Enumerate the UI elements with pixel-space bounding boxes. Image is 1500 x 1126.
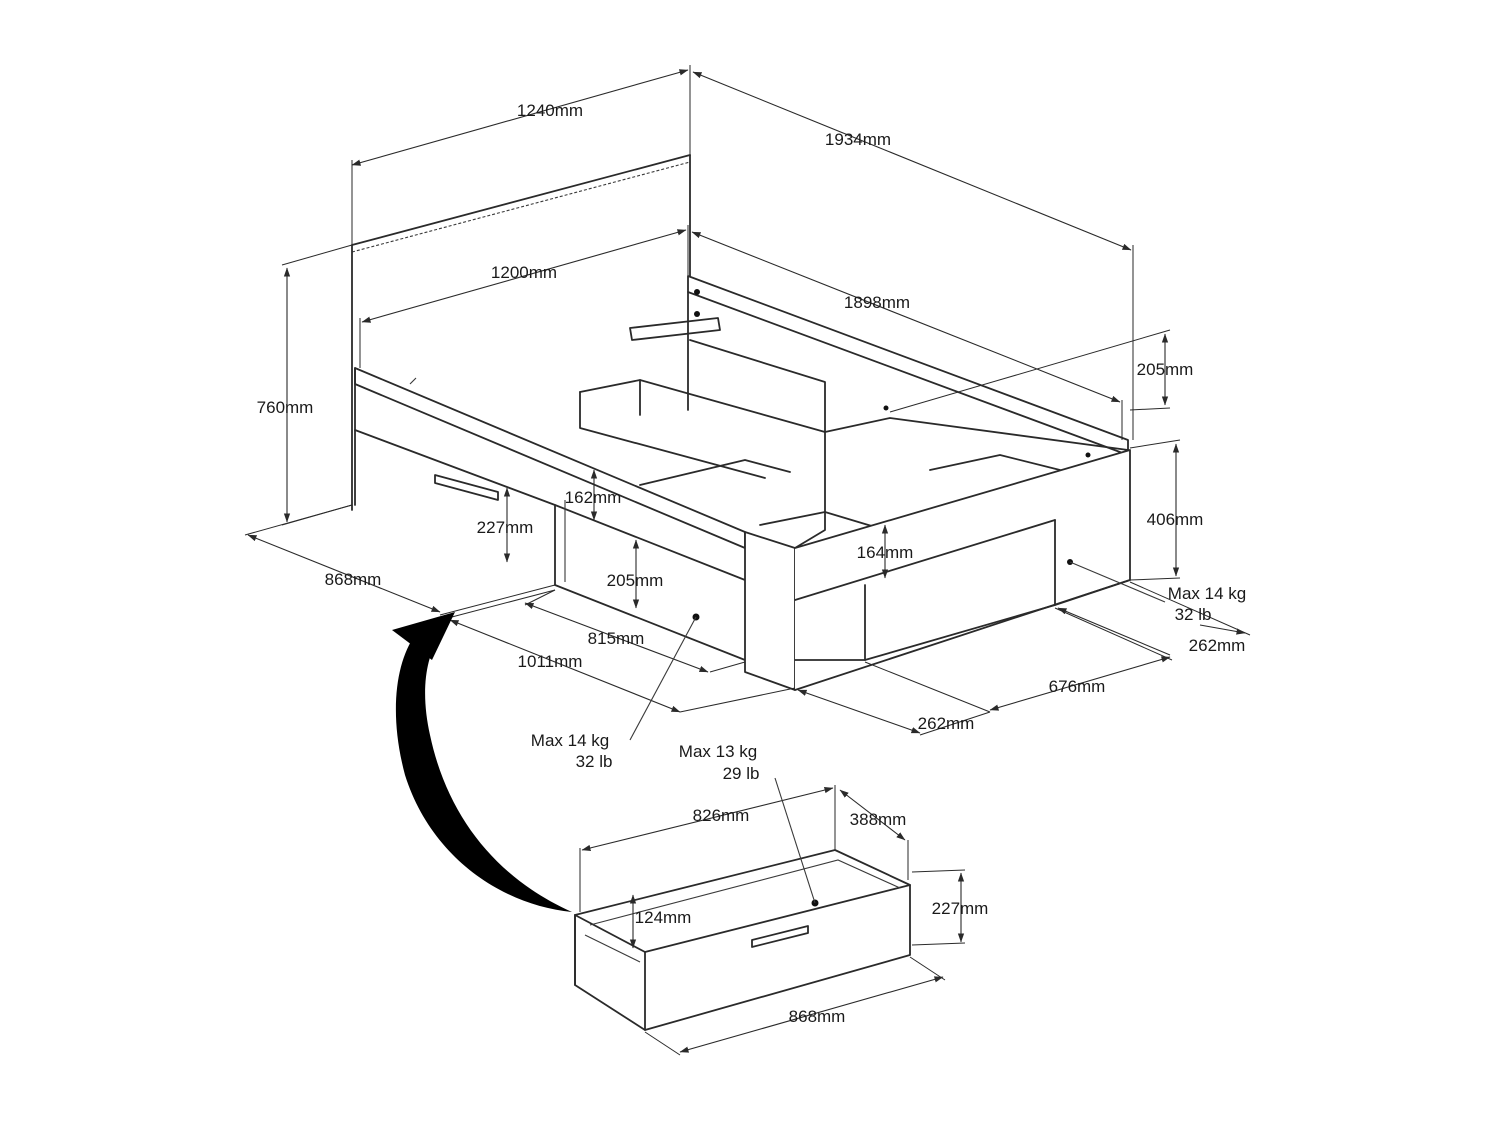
drawer-front-top	[574, 884, 911, 953]
right-panel-bottom	[794, 579, 1131, 661]
dim-overall-width	[351, 69, 689, 166]
label-front-opening-width: 815mm	[588, 629, 645, 648]
label-drawer-depth: 388mm	[850, 810, 907, 829]
screw-hole	[694, 311, 700, 317]
inner-back-box	[689, 339, 826, 433]
dim-drawer-inner-length	[581, 786, 834, 852]
dim-side-opening-width	[989, 656, 1171, 711]
shelf-floor	[759, 511, 886, 531]
leader-side-load	[1069, 561, 1166, 603]
label-overall-width: 1240mm	[517, 101, 583, 120]
label-drawer-load-kg: Max 13 kg	[679, 742, 757, 761]
curved-arrow-icon	[395, 620, 572, 912]
inner-box-front	[579, 391, 766, 479]
label-front-section-width: 1011mm	[518, 652, 583, 671]
label-front-load-lb: 32 lb	[576, 752, 613, 771]
back-shelf-top	[824, 417, 1129, 451]
right-side-panel	[794, 449, 1131, 691]
inner-box-top	[579, 379, 826, 433]
dim-drawer-length	[679, 976, 944, 1053]
back-shelf-divider	[929, 454, 1061, 471]
label-drawer-inner-height: 124mm	[635, 908, 692, 927]
label-side-shelf-width-2: 262mm	[1189, 636, 1246, 655]
label-drawer-load-lb: 29 lb	[723, 764, 760, 783]
label-headboard-above: 205mm	[1137, 360, 1194, 379]
labels: 1240mm 1934mm 760mm 1200mm 1898mm 205mm …	[257, 101, 1247, 1026]
open-bay-top	[554, 504, 746, 581]
metal-bracket	[629, 317, 721, 341]
label-side-shelf-width: 262mm	[918, 714, 975, 733]
drawer-handle	[434, 474, 499, 501]
dim-mattress-length	[691, 231, 1121, 403]
label-side-load-lb: 32 lb	[1175, 605, 1212, 624]
label-mattress-length: 1898mm	[844, 293, 910, 312]
label-drawer-inner-length: 826mm	[693, 806, 750, 825]
label-mattress-width: 1200mm	[491, 263, 557, 282]
dim-mattress-width	[361, 229, 687, 323]
bed-dimensions	[244, 65, 1251, 741]
dim-front-depth	[247, 534, 441, 613]
top-pin	[883, 405, 889, 411]
drawer-dimensions	[579, 777, 966, 1056]
dim-side-shelf-width	[797, 689, 921, 734]
label-front-opening-height: 205mm	[607, 571, 664, 590]
label-front-load-kg: Max 14 kg	[531, 731, 609, 750]
drawer-handle-icon	[751, 925, 809, 948]
leader-front-load	[629, 616, 697, 741]
inner-cross-rail	[639, 459, 791, 486]
label-side-opening-width: 676mm	[1049, 677, 1106, 696]
drawer-inner-side	[584, 934, 641, 963]
label-side-compartment: 164mm	[857, 543, 914, 562]
leader-drawer-load	[774, 777, 816, 904]
dim-overall-length	[692, 71, 1132, 251]
front-top-rail	[354, 367, 746, 549]
drawer-outline	[574, 849, 911, 1031]
headboard-top-detail	[351, 161, 691, 253]
bed-frame	[351, 154, 1131, 691]
drawer	[574, 849, 911, 1031]
corner-post	[744, 531, 796, 691]
arrow-head-icon	[392, 612, 455, 660]
label-drawer-front-height: 227mm	[477, 518, 534, 537]
open-bay-bottom	[554, 584, 746, 661]
right-panel-mid	[794, 519, 1056, 601]
dim-drawer-depth	[839, 789, 906, 841]
label-drawer-height: 227mm	[932, 899, 989, 918]
screw-hole	[694, 289, 700, 295]
headboard-top-edge	[351, 154, 691, 246]
top-pin	[1085, 452, 1091, 458]
label-front-compartment: 162mm	[565, 488, 622, 507]
mid-divider	[794, 431, 826, 549]
dim-side-shelf-width-2	[1057, 607, 1171, 656]
screw-mark	[409, 377, 417, 385]
label-drawer-length: 868mm	[789, 1007, 846, 1026]
drawer-inner-rim	[589, 859, 901, 926]
label-side-load-kg: Max 14 kg	[1168, 584, 1246, 603]
label-side-height: 406mm	[1147, 510, 1204, 529]
label-front-depth: 868mm	[325, 570, 382, 589]
dim-front-section-width	[449, 619, 681, 713]
label-overall-height: 760mm	[257, 398, 314, 417]
label-overall-length: 1934mm	[825, 130, 891, 149]
